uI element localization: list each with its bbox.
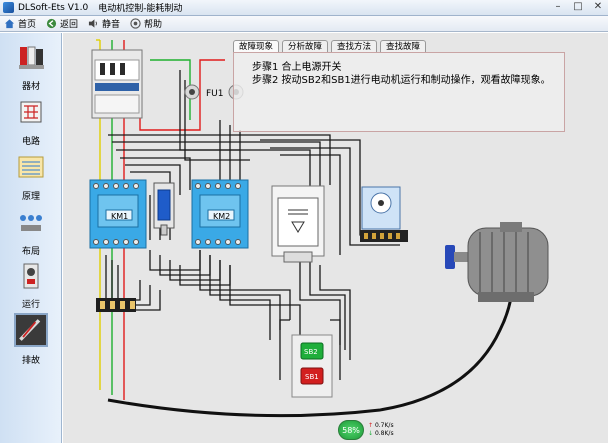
sb1-label: SB1 — [305, 373, 319, 381]
sidebar-label-run: 运行 — [21, 300, 40, 310]
back-icon — [46, 18, 57, 29]
sidebar-label-troubleshoot: 排故 — [21, 356, 40, 366]
sb2-label: SB2 — [304, 348, 318, 356]
usage-percent: 58% — [338, 420, 364, 440]
layout-icon — [20, 215, 42, 231]
window-title: 电动机控制-能耗制动 — [98, 4, 183, 14]
start-button-sb2[interactable] — [300, 342, 324, 360]
sidebar-item-equipment[interactable]: 器材 — [6, 43, 56, 92]
speed-readout: ↑ 0.7K/s ↓ 0.8K/s — [368, 422, 394, 438]
tab-find-fault[interactable]: 查找故障 — [380, 40, 427, 53]
window-controls: – □ ✕ — [552, 1, 604, 13]
step-1-text: 步骤1 合上电源开关 — [252, 62, 342, 73]
troubleshoot-icon — [14, 313, 48, 347]
tab-analyze-fault[interactable]: 分析故障 — [282, 40, 329, 53]
contactor-km1[interactable] — [89, 179, 147, 249]
close-icon[interactable]: ✕ — [593, 1, 603, 12]
step-2-text: 步骤2 按动SB2和SB1进行电动机运行和制动操作，观看故障现象。 — [252, 75, 551, 86]
circuit-breaker[interactable] — [91, 49, 143, 119]
thermal-relay[interactable] — [153, 182, 175, 236]
equipment-icon — [19, 46, 44, 69]
info-tabs: 故障现象 分析故障 查找方法 查找故障 — [233, 40, 427, 53]
help-icon — [130, 18, 141, 29]
sidebar-item-run[interactable]: 运行 — [6, 261, 56, 310]
sidebar-item-circuit[interactable]: 电路 — [6, 98, 56, 147]
circuit-icon — [20, 101, 42, 123]
motor-cable — [107, 289, 514, 418]
fuse-label: FU1 — [206, 89, 224, 99]
tab-search-method[interactable]: 查找方法 — [331, 40, 378, 53]
app-name: DLSoft-Ets V1.0 — [18, 2, 89, 13]
sidebar-label-equipment: 器材 — [21, 82, 40, 92]
help-button[interactable]: 帮助 — [130, 17, 162, 30]
sidebar: 器材 电路 原理 布局 运行 排故 — [0, 33, 62, 443]
maximize-icon[interactable]: □ — [573, 1, 583, 12]
sidebar-item-troubleshoot[interactable]: 排故 — [6, 313, 56, 366]
rectifier-transformer[interactable] — [271, 185, 325, 263]
contactor-km2[interactable] — [191, 179, 249, 249]
home-button[interactable]: 首页 — [4, 17, 36, 30]
principle-icon — [18, 156, 44, 178]
sidebar-label-circuit: 电路 — [21, 137, 40, 147]
minimize-icon[interactable]: – — [555, 1, 561, 12]
network-status: 58% ↑ 0.7K/s ↓ 0.8K/s — [338, 420, 394, 440]
back-button[interactable]: 返回 — [46, 17, 78, 30]
toolbar: 首页 返回 静音 帮助 — [0, 16, 608, 32]
tab-fault-symptom[interactable]: 故障现象 — [233, 40, 280, 53]
wiring-diagram: FU1 KM1 KM2 — [89, 39, 549, 418]
mute-button[interactable]: 静音 — [88, 17, 120, 30]
back-label: 返回 — [60, 20, 79, 30]
stop-button-sb1[interactable] — [300, 367, 324, 385]
terminal-block[interactable] — [96, 298, 136, 312]
speed-up: ↑ 0.7K/s — [368, 422, 394, 429]
speed-down: ↓ 0.8K/s — [368, 430, 394, 437]
km1-label: KM1 — [111, 212, 128, 221]
help-label: 帮助 — [144, 20, 163, 30]
home-label: 首页 — [18, 20, 37, 30]
title-bar: DLSoft-Ets V1.0 电动机控制-能耗制动 – □ ✕ — [0, 0, 608, 16]
speaker-icon — [88, 19, 97, 28]
time-relay[interactable] — [360, 186, 408, 242]
sidebar-item-principle[interactable]: 原理 — [6, 153, 56, 202]
sidebar-label-layout: 布局 — [21, 247, 40, 257]
run-icon — [23, 263, 39, 289]
info-panel — [233, 52, 565, 132]
app-logo-icon — [3, 2, 14, 13]
sidebar-label-principle: 原理 — [21, 192, 40, 202]
electric-motor[interactable] — [445, 222, 549, 302]
home-icon — [4, 19, 15, 29]
km2-label: KM2 — [213, 212, 230, 221]
mute-label: 静音 — [102, 20, 121, 30]
sidebar-item-layout[interactable]: 布局 — [6, 208, 56, 257]
